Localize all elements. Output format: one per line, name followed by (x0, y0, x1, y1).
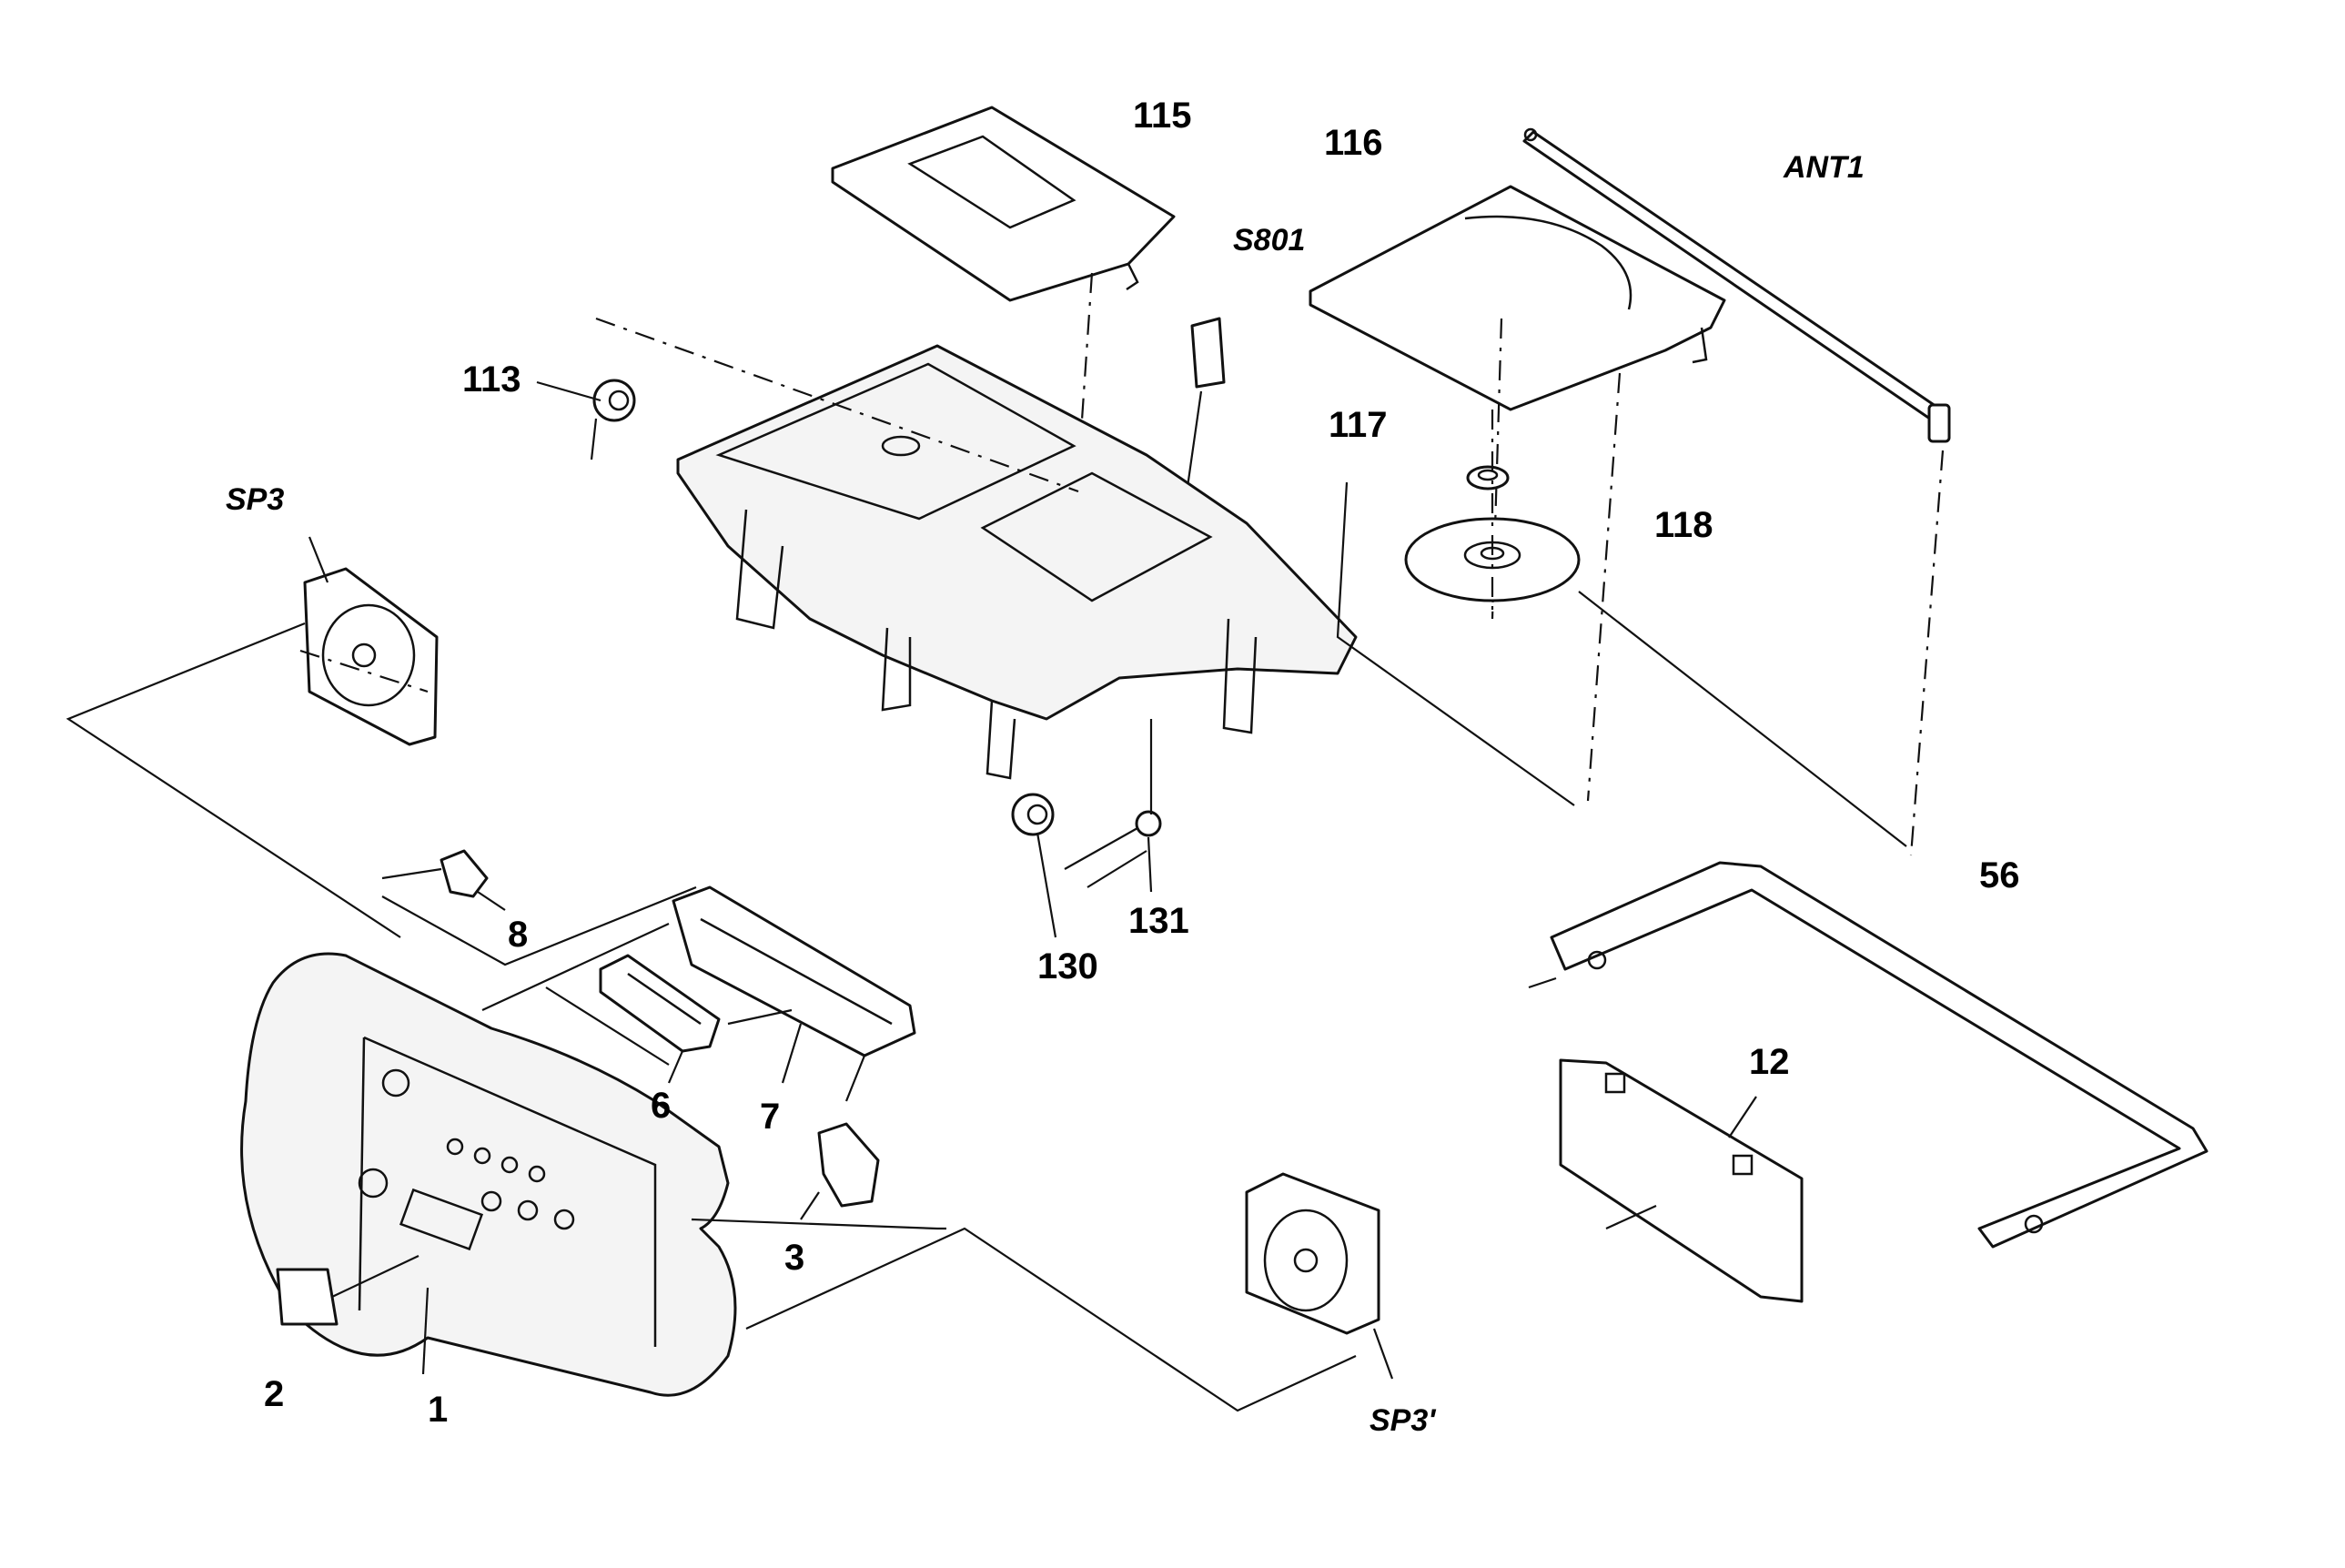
assembly-lines (381, 481, 1907, 1102)
part-118-disc (1404, 410, 1581, 619)
label-118: 118 (1654, 505, 1713, 545)
part-sp3-prime-speaker-right (1245, 1172, 1394, 1380)
part-113-motor (536, 379, 636, 460)
label-117: 117 (1329, 405, 1388, 445)
label-ant1: ANT1 (1783, 150, 1865, 185)
label-s801: S801 (1233, 223, 1305, 258)
part-labels: 115 116 ANT1 S801 113 SP3 117 118 130 13… (226, 96, 2020, 1438)
label-113: 113 (462, 359, 521, 400)
part-116-cassette-lid (1309, 185, 1726, 802)
part-131-spring (1064, 719, 1162, 893)
label-2: 2 (264, 1374, 284, 1414)
label-7: 7 (760, 1097, 780, 1137)
part-117-washer (1466, 465, 1510, 491)
part-130-knob (1011, 793, 1057, 938)
label-1: 1 (428, 1390, 448, 1430)
label-sp3-prime: SP3' (1370, 1403, 1437, 1438)
part-3-bracket (800, 1122, 880, 1220)
label-115: 115 (1133, 96, 1192, 136)
label-8: 8 (508, 915, 528, 955)
label-sp3: SP3 (226, 482, 284, 517)
label-3: 3 (784, 1238, 804, 1278)
main-chassis (595, 317, 1358, 780)
part-56-handle (1528, 861, 2209, 1249)
part-1-front-cabinet (240, 952, 1357, 1412)
part-12-cover (1559, 1058, 1804, 1303)
label-130: 130 (1037, 946, 1098, 986)
label-131: 131 (1128, 901, 1189, 941)
label-6: 6 (651, 1086, 671, 1126)
part-7-button-board (672, 885, 916, 1084)
part-8-bracket (381, 849, 506, 911)
label-12: 12 (1749, 1042, 1790, 1082)
part-sp3-speaker-left (66, 536, 439, 938)
part-115-cd-lid (831, 106, 1176, 474)
part-2-badge (276, 1255, 419, 1326)
part-ant1-antenna (1522, 127, 1951, 856)
label-56: 56 (1979, 855, 2020, 895)
label-116: 116 (1324, 123, 1383, 163)
part-6-button-board (599, 954, 721, 1084)
